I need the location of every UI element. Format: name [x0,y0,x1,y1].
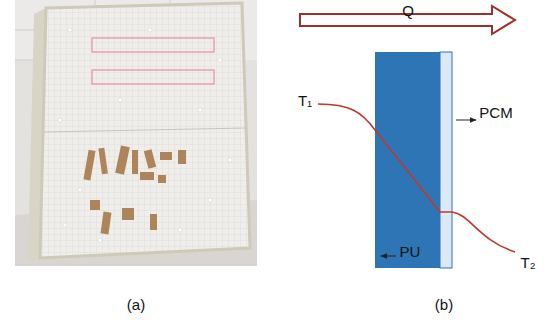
panel-caption: (b) [435,297,453,312]
panel-caption: (a) [127,297,145,312]
panel-photo [15,0,257,266]
layer-name: PU [400,244,421,259]
temperature-profile [318,104,515,252]
leader-arrow [456,120,476,121]
temperature-label: T₁ [298,93,312,108]
pcm-layer [440,52,452,268]
layer-name: PCM [479,105,512,120]
heat-flux-label: Q [402,3,414,18]
temperature-label: T₂ [521,255,536,270]
pu-layer [375,52,440,268]
leader-arrow [381,256,396,257]
